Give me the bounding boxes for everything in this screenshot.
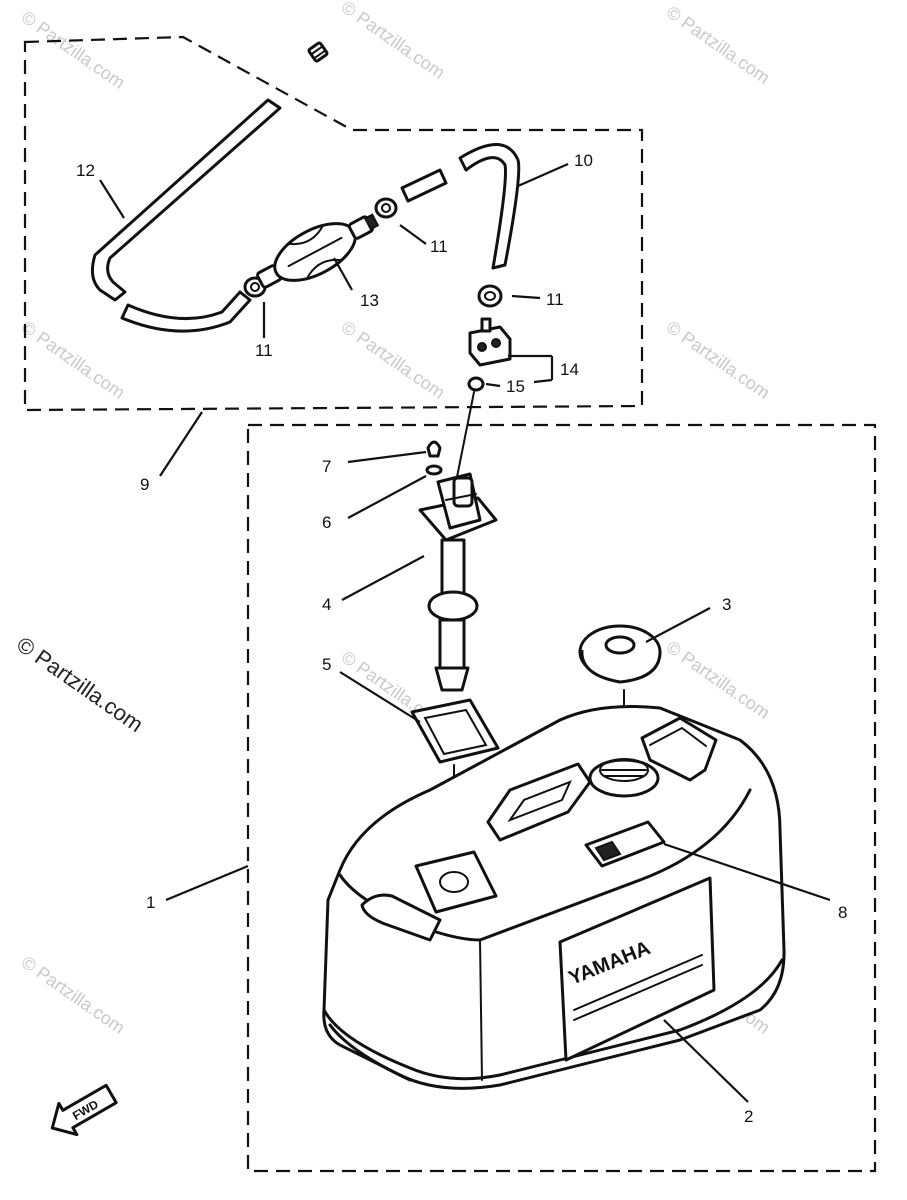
callout-6: 6	[322, 513, 331, 532]
alignment-line	[455, 391, 475, 483]
tank-connector-icon	[468, 317, 512, 367]
tank-edge-line	[479, 939, 483, 1081]
callout-15: 15	[506, 377, 525, 396]
callout-2: 2	[744, 1107, 753, 1126]
group-boundaries	[23, 35, 877, 1173]
hose-10	[458, 143, 521, 270]
hose-clamp-icon	[477, 284, 503, 308]
gasket-icon	[410, 698, 500, 764]
callout-10: 10	[574, 151, 593, 170]
hose-12-lower	[120, 290, 252, 333]
callout-4: 4	[322, 595, 331, 614]
watermark-text: © Partzilla.com	[663, 637, 774, 723]
fuel-tank-assembly: YAMAHA	[322, 440, 786, 1090]
callout-9: 9	[140, 475, 149, 494]
watermark-text: © Partzilla.com	[18, 317, 129, 403]
hose-clamp-icon	[374, 197, 398, 219]
watermark-text: © Partzilla.com	[338, 0, 449, 83]
tank-lower-rim	[322, 958, 784, 1081]
fuel-cap-icon	[578, 624, 662, 684]
fwd-arrow-icon: FWD	[50, 1083, 118, 1137]
callout-13: 13	[360, 291, 379, 310]
filler-neck-icon	[588, 758, 660, 798]
vent-tab-icon	[640, 716, 718, 782]
watermark-text: © Partzilla.com	[663, 2, 774, 88]
callout-12: 12	[76, 161, 95, 180]
fuel-tank-assembly-boundary	[246, 423, 877, 1173]
screw-icon	[426, 440, 442, 458]
callout-labels: 12 10 11 11 11 13 14 15 9 7 6 4 5 3 8 1 …	[76, 151, 847, 1126]
callout-14: 14	[560, 360, 579, 379]
pickup-mount-icon	[414, 850, 498, 914]
callout-8: 8	[838, 903, 847, 922]
callout-11: 11	[546, 290, 564, 309]
tank-lower-rim	[328, 1023, 412, 1082]
callout-7: 7	[322, 457, 331, 476]
washer-icon	[425, 464, 443, 476]
fuel-line-assembly-boundary	[23, 35, 644, 412]
front-tab-icon	[360, 893, 442, 942]
hose-connector-icon	[307, 41, 329, 63]
watermark-text-prominent: © Partzilla.com	[12, 632, 148, 738]
watermark-text: © Partzilla.com	[18, 952, 129, 1038]
leader-lines	[99, 162, 831, 1103]
fuel-pickup-icon	[418, 472, 498, 692]
hose-12-upper	[90, 98, 282, 302]
watermark-text: © Partzilla.com	[18, 7, 129, 93]
callout-3: 3	[722, 595, 731, 614]
brand-panel	[558, 876, 716, 1062]
hose-10-short-segment	[400, 168, 448, 203]
watermark-text: © Partzilla.com	[663, 317, 774, 403]
fuel-line-assembly	[90, 41, 521, 392]
callout-1: 1	[146, 893, 155, 912]
callout-11: 11	[255, 341, 273, 360]
o-ring-icon	[467, 376, 485, 392]
watermark-text: © Partzilla.com	[338, 317, 449, 403]
callout-11: 11	[430, 237, 448, 256]
callout-5: 5	[322, 655, 331, 674]
primer-bulb-icon	[256, 213, 380, 289]
